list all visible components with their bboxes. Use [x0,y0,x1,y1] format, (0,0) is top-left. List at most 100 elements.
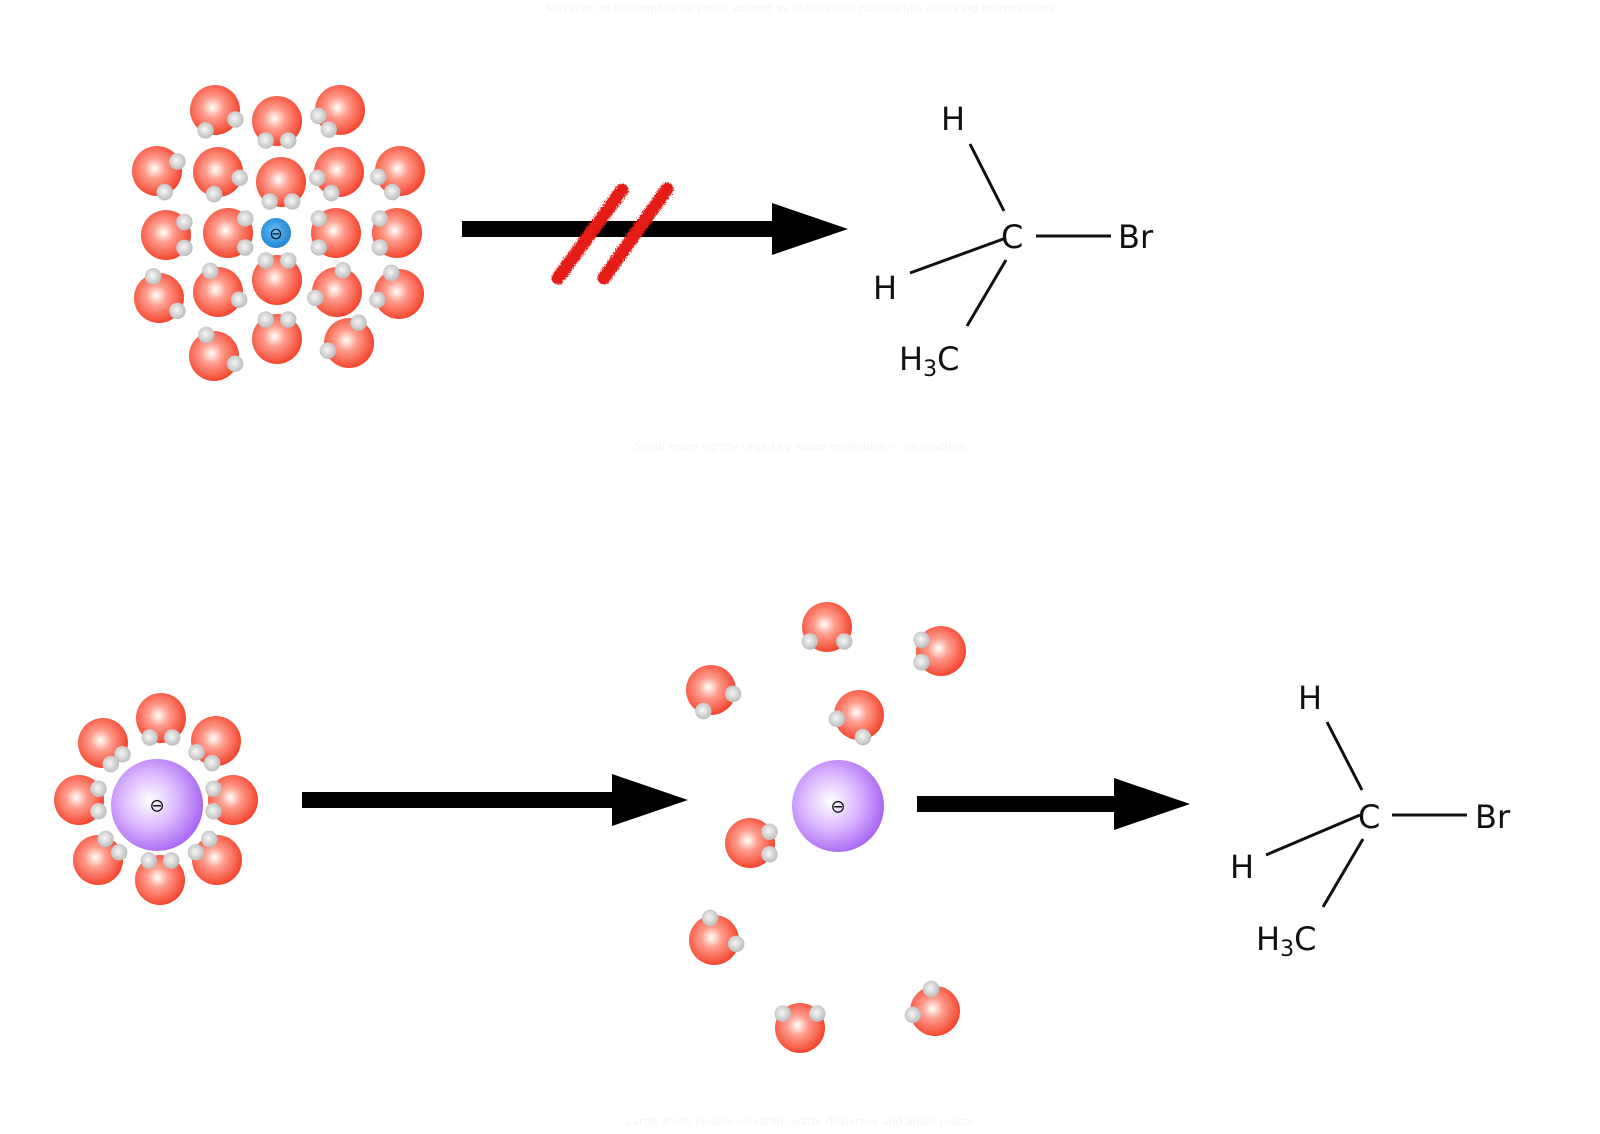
hydrogen-atom [163,852,180,869]
water-molecule [189,326,244,381]
bromoethane-structure-bottom: C H H Br H3C [1230,679,1511,962]
hydrogen-atom [205,780,222,797]
oxygen-atom [324,318,374,368]
hydrogen-atom [176,213,193,231]
hydrogen-atom [257,252,274,269]
arrow-head [1114,778,1190,830]
hydrogen-atom [370,168,387,186]
hydrogen-atom [141,729,158,746]
oxygen-atom [689,915,739,965]
hydrogen-atom [110,844,128,861]
hydrogen-atom [307,289,324,307]
bond-c-ch3 [965,259,1008,327]
hydrogen-atom [371,239,389,256]
hydrogen-atom [164,729,181,746]
water-molecule [774,1003,826,1053]
hydrogen-atom [828,710,846,728]
arrow-head [612,774,688,826]
hydrogen-atom [205,185,223,203]
oxygen-atom [132,146,182,196]
hydrogen-atom [323,184,340,202]
water-molecule [135,852,185,905]
hydrogen-atom [236,210,254,227]
oxygen-atom [189,331,239,381]
hydrogen-atom [922,980,940,998]
hydrogen-atom [808,1005,826,1022]
solvated-small-anion-cluster: ⊖ [132,85,425,381]
water-molecule [205,775,258,825]
negative-charge-icon: ⊖ [830,796,845,817]
hydrogen-atom [187,844,205,861]
hydrogen-atom [102,755,119,773]
oxygen-atom [314,147,364,197]
hydrogen-atom [854,728,872,746]
bond-c-h-left [1265,813,1361,857]
atom-c: C [1358,798,1380,836]
hydrogen-atom [176,239,193,257]
water-molecule [78,718,131,773]
atom-br: Br [1118,218,1154,256]
methyl-group: H3C [899,340,959,382]
hydrogen-atom [227,111,244,128]
large-anion: ⊖ [111,759,203,851]
hydrogen-atom [280,252,297,269]
water-molecule [193,147,248,203]
water-molecule [686,665,742,720]
hydrogen-atom [320,121,337,138]
water-molecule [54,775,107,825]
hydrogen-atom [140,852,157,869]
reaction-arrow-1 [302,774,688,826]
oxygen-atom [834,690,884,740]
hydrogen-atom [90,780,107,797]
bottom-scheme-description: Large anion loosely solvated; water disp… [626,1115,974,1128]
hydrogen-atom [319,342,337,359]
water-molecule [136,693,186,746]
water-molecule [203,208,254,258]
water-molecule [134,268,186,323]
water-molecule [190,85,244,139]
negative-charge-icon: ⊖ [149,795,164,816]
hydrogen-atom [156,183,173,201]
water-molecule [252,252,302,305]
hydrogen-atom [114,746,131,763]
oxygen-atom [193,267,243,317]
water-molecule [193,262,248,317]
water-molecule [369,264,424,319]
water-molecule [310,85,365,138]
hydrogen-atom [310,107,327,125]
hydrogen-atom [310,210,328,227]
water-molecule [370,146,425,201]
bond-c-h-top [968,143,1006,212]
hydrogen-atom [384,183,401,201]
water-molecule [73,830,128,885]
hydrogen-atom [724,685,742,703]
oxygen-atom [192,835,242,885]
oxygen-atom [910,986,960,1036]
hydrogen-atom [904,1006,922,1024]
oxygen-atom [686,665,736,715]
hydrogen-atom [774,1005,792,1022]
hydrogen-atom [761,823,778,840]
hydrogen-atom [701,909,719,927]
arrow-shaft [302,792,622,808]
water-molecule [828,690,884,746]
atom-h-left: H [873,269,897,307]
water-molecule [187,830,242,885]
hydrogen-atom [226,355,244,372]
water-molecule [132,146,186,201]
hydrogen-atom [231,169,248,187]
oxygen-atom [374,269,424,319]
hydrogen-atom [97,830,114,848]
hydrogen-atom [257,311,274,328]
arrow-shaft [917,796,1125,812]
large-anion: ⊖ [792,760,884,852]
atom-h-left: H [1230,848,1254,886]
hydrogen-atom [280,132,297,149]
oxygen-atom [73,835,123,885]
blocked-reaction-arrow [462,182,848,285]
hydrogen-atom [257,132,274,149]
oxygen-atom [190,85,240,135]
hydrogen-atom [334,262,352,279]
water-molecule [725,818,778,868]
